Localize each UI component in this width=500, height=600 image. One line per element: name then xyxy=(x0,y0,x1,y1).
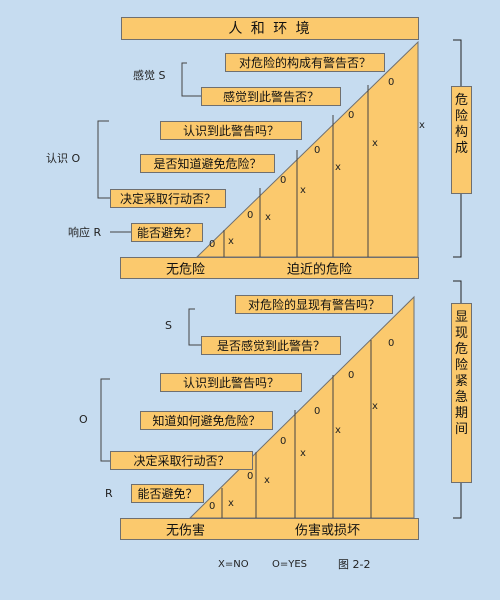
panel1-mark-no: x xyxy=(300,185,306,196)
legend-x-no: X=NO xyxy=(218,559,249,570)
panel1-question-2: 感觉到此警告否？ xyxy=(201,87,341,106)
panel1-mark-yes: 0 xyxy=(280,175,287,186)
panel1-mark-yes: 0 xyxy=(388,77,395,88)
panel1-mark-yes: 0 xyxy=(314,145,321,156)
panel1-mark-no: x xyxy=(228,236,234,247)
panel2-mark-no: x xyxy=(228,498,234,509)
panel2-question-1: 对危险的显现有警告吗？ xyxy=(235,295,393,314)
panel2-label-sense: S xyxy=(165,319,172,332)
panel2-question-4: 知道如何避免危险？ xyxy=(140,411,273,430)
panel2-side-label: 显现危险紧急期间 xyxy=(451,303,472,483)
panel2-mark-yes: 0 xyxy=(348,370,355,381)
panel1-mark-no: x xyxy=(419,120,425,131)
panel2-mark-yes: 0 xyxy=(314,406,321,417)
panel2-mark-yes: 0 xyxy=(280,436,287,447)
panel2-mark-no: x xyxy=(264,475,270,486)
panel2-mark-no: x xyxy=(300,448,306,459)
panel2-mark-yes: 0 xyxy=(247,471,254,482)
panel1-base-bar: 无危险 迫近的危险 xyxy=(120,257,419,279)
title-bar: 人 和 环 境 xyxy=(121,17,419,40)
panel2-base-right: 伤害或损坏 xyxy=(295,523,361,539)
panel1-question-5: 决定采取行动否？ xyxy=(110,189,226,208)
panel2-label-respond: R xyxy=(105,487,113,500)
panel2-question-2: 是否感觉到此警告？ xyxy=(201,336,341,355)
panel1-question-3: 认识到此警告吗？ xyxy=(160,121,302,140)
panel1-label-sense: 感觉 S xyxy=(133,69,166,82)
panel1-base-right: 迫近的危险 xyxy=(287,262,353,278)
panel2-base-bar: 无伤害 伤害或损坏 xyxy=(120,518,419,540)
panel1-step-lines xyxy=(223,85,369,257)
panel2-brackets xyxy=(100,308,201,462)
panel1-mark-no: x xyxy=(372,138,378,149)
panel2-mark-yes: 0 xyxy=(388,338,395,349)
panel1-brackets xyxy=(97,62,201,233)
panel1-mark-yes: 0 xyxy=(348,110,355,121)
figure-caption: 图 2-2 xyxy=(338,558,371,571)
panel1-mark-no: x xyxy=(265,212,271,223)
panel2-question-3: 认识到此警告吗？ xyxy=(160,373,302,392)
panel1-question-4: 是否知道避免危险？ xyxy=(140,154,275,173)
panel2-mark-no: x xyxy=(372,401,378,412)
panel2-mark-yes: 0 xyxy=(209,501,216,512)
panel1-mark-yes: 0 xyxy=(247,210,254,221)
panel2-base-left: 无伤害 xyxy=(166,523,206,539)
panel1-side-label: 危险构成 xyxy=(451,86,472,194)
panel2-step-lines xyxy=(221,340,372,518)
panel1-mark-no: x xyxy=(335,162,341,173)
legend-o-yes: O=YES xyxy=(272,559,308,570)
panel2-label-recognize: O xyxy=(79,413,88,426)
panel1-label-recognize: 认识 O xyxy=(46,152,81,165)
panel1-mark-yes: 0 xyxy=(209,239,216,250)
panel1-question-6: 能否避免？ xyxy=(131,223,203,242)
panel2-mark-no: x xyxy=(335,425,341,436)
panel1-base-left: 无危险 xyxy=(166,262,206,278)
panel1-question-1: 对危险的构成有警告否？ xyxy=(225,53,385,72)
panel1-triangle xyxy=(195,40,419,258)
panel2-question-6: 能否避免？ xyxy=(131,484,204,503)
panel2-question-5: 决定采取行动否？ xyxy=(110,451,253,470)
panel1-label-respond: 响应 R xyxy=(68,226,102,239)
panel2-triangle xyxy=(188,295,415,519)
